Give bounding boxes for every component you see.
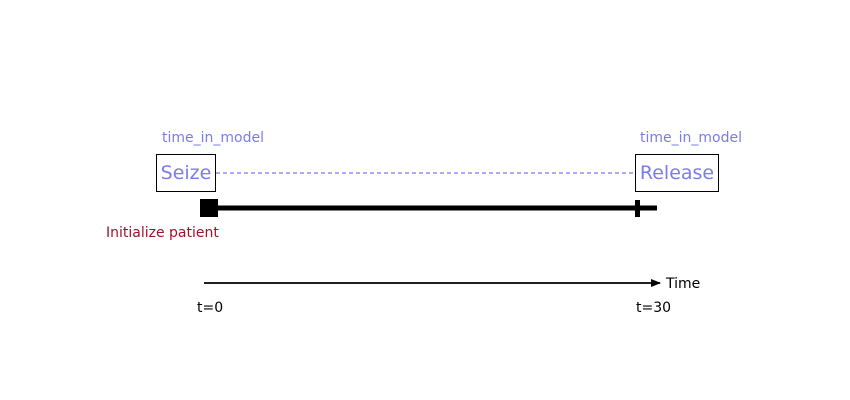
time-axis-label: Time [666,276,701,292]
release-annotation: time_in_model [640,130,742,146]
seize-block: Seize [156,154,216,192]
seize-block-label: Seize [160,162,212,184]
start-marker [200,199,218,217]
release-block-label: Release [639,162,715,184]
release-tick-marker [635,200,640,217]
start-time-label: t=0 [197,300,224,316]
end-time-label: t=30 [636,300,672,316]
seize-annotation: time_in_model [162,130,264,146]
initialize-patient-label: Initialize patient [106,225,219,241]
release-block: Release [635,154,719,192]
